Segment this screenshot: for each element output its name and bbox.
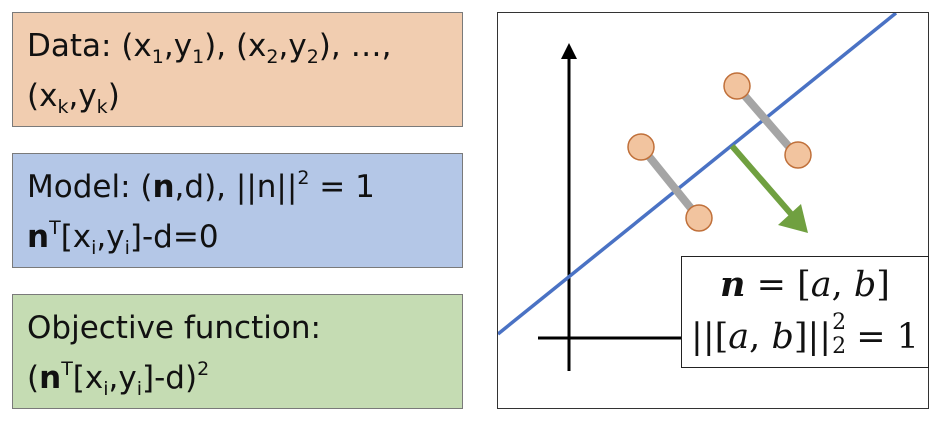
data-line-2: (xk,yk)	[27, 78, 120, 118]
data-point	[627, 133, 655, 161]
model-line-2: nT[xi,yi]-d=0	[27, 217, 219, 259]
normal-vector-arrowhead	[778, 204, 808, 233]
data-point	[723, 72, 751, 100]
y-axis-arrowhead	[561, 43, 577, 59]
objective-box: Objective function: (nT[xi,yi]-d)2	[12, 294, 463, 409]
normal-vector	[729, 144, 795, 217]
residual-connector	[734, 84, 801, 160]
data-box: Data: (x1,y1), (x2,y2), …, (xk,yk)	[12, 12, 463, 127]
data-point	[685, 204, 713, 232]
objective-line-1: Objective function:	[27, 310, 321, 346]
normal-definition: n = [a, b]	[720, 264, 890, 305]
data-point	[784, 141, 812, 169]
model-box: Model: (n,d), ||n||2 = 1 nT[xi,yi]-d=0	[12, 153, 463, 268]
diagram-canvas	[498, 13, 898, 371]
model-line-1: Model: (n,d), ||n||2 = 1	[27, 167, 375, 206]
objective-line-2: (nT[xi,yi]-d)2	[27, 358, 210, 400]
residual-connector	[639, 145, 702, 221]
data-line-1: Data: (x1,y1), (x2,y2), …,	[27, 28, 392, 68]
fitted-line	[498, 13, 898, 336]
